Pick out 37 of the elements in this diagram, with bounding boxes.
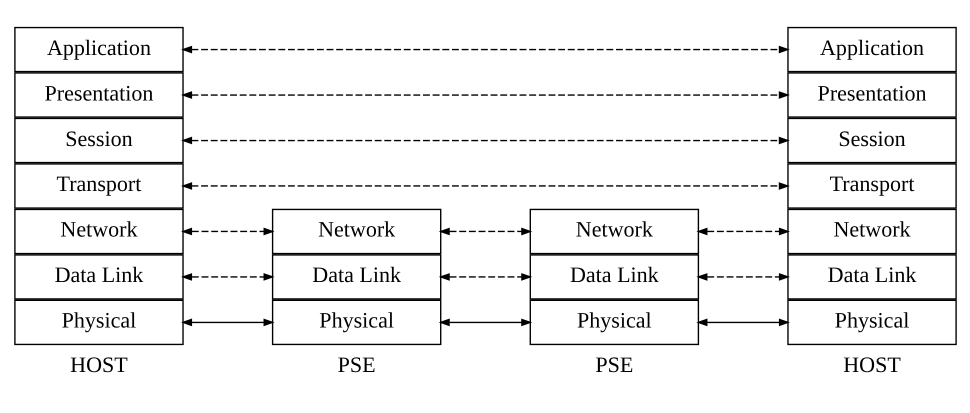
- label: HOST: [70, 351, 128, 376]
- node-box: Data Link: [14, 254, 184, 300]
- node-box: Physical: [786, 299, 956, 345]
- node-box: Transport: [786, 162, 956, 208]
- node-box: Session: [786, 117, 956, 163]
- node-box: Physical: [14, 299, 184, 345]
- label: HOST: [842, 351, 900, 376]
- arrow: [696, 227, 790, 235]
- arrow: [438, 227, 532, 235]
- node-box: Data Link: [786, 254, 956, 300]
- arrow: [180, 318, 274, 326]
- node-box: Data Link: [271, 254, 441, 300]
- node-box: Transport: [14, 162, 184, 208]
- arrow: [180, 90, 790, 98]
- node-box: Network: [786, 208, 956, 254]
- arrow: [180, 272, 274, 280]
- node-box: Physical: [271, 299, 441, 345]
- node-box: Presentation: [786, 72, 956, 118]
- arrow: [180, 227, 274, 235]
- node-box: Network: [14, 208, 184, 254]
- node-box: Application: [786, 26, 956, 72]
- node-box: Session: [14, 117, 184, 163]
- arrow: [438, 318, 532, 326]
- node-box: Presentation: [14, 72, 184, 118]
- arrow: [696, 318, 790, 326]
- node-box: Network: [529, 208, 699, 254]
- node-box: Network: [271, 208, 441, 254]
- node-box: Application: [14, 26, 184, 72]
- node-box: Physical: [529, 299, 699, 345]
- arrow: [180, 45, 790, 53]
- arrow: [180, 182, 790, 190]
- arrow: [696, 272, 790, 280]
- node-box: Data Link: [529, 254, 699, 300]
- arrow: [180, 136, 790, 144]
- label: PSE: [337, 351, 376, 376]
- label: PSE: [594, 351, 633, 376]
- arrow: [438, 272, 532, 280]
